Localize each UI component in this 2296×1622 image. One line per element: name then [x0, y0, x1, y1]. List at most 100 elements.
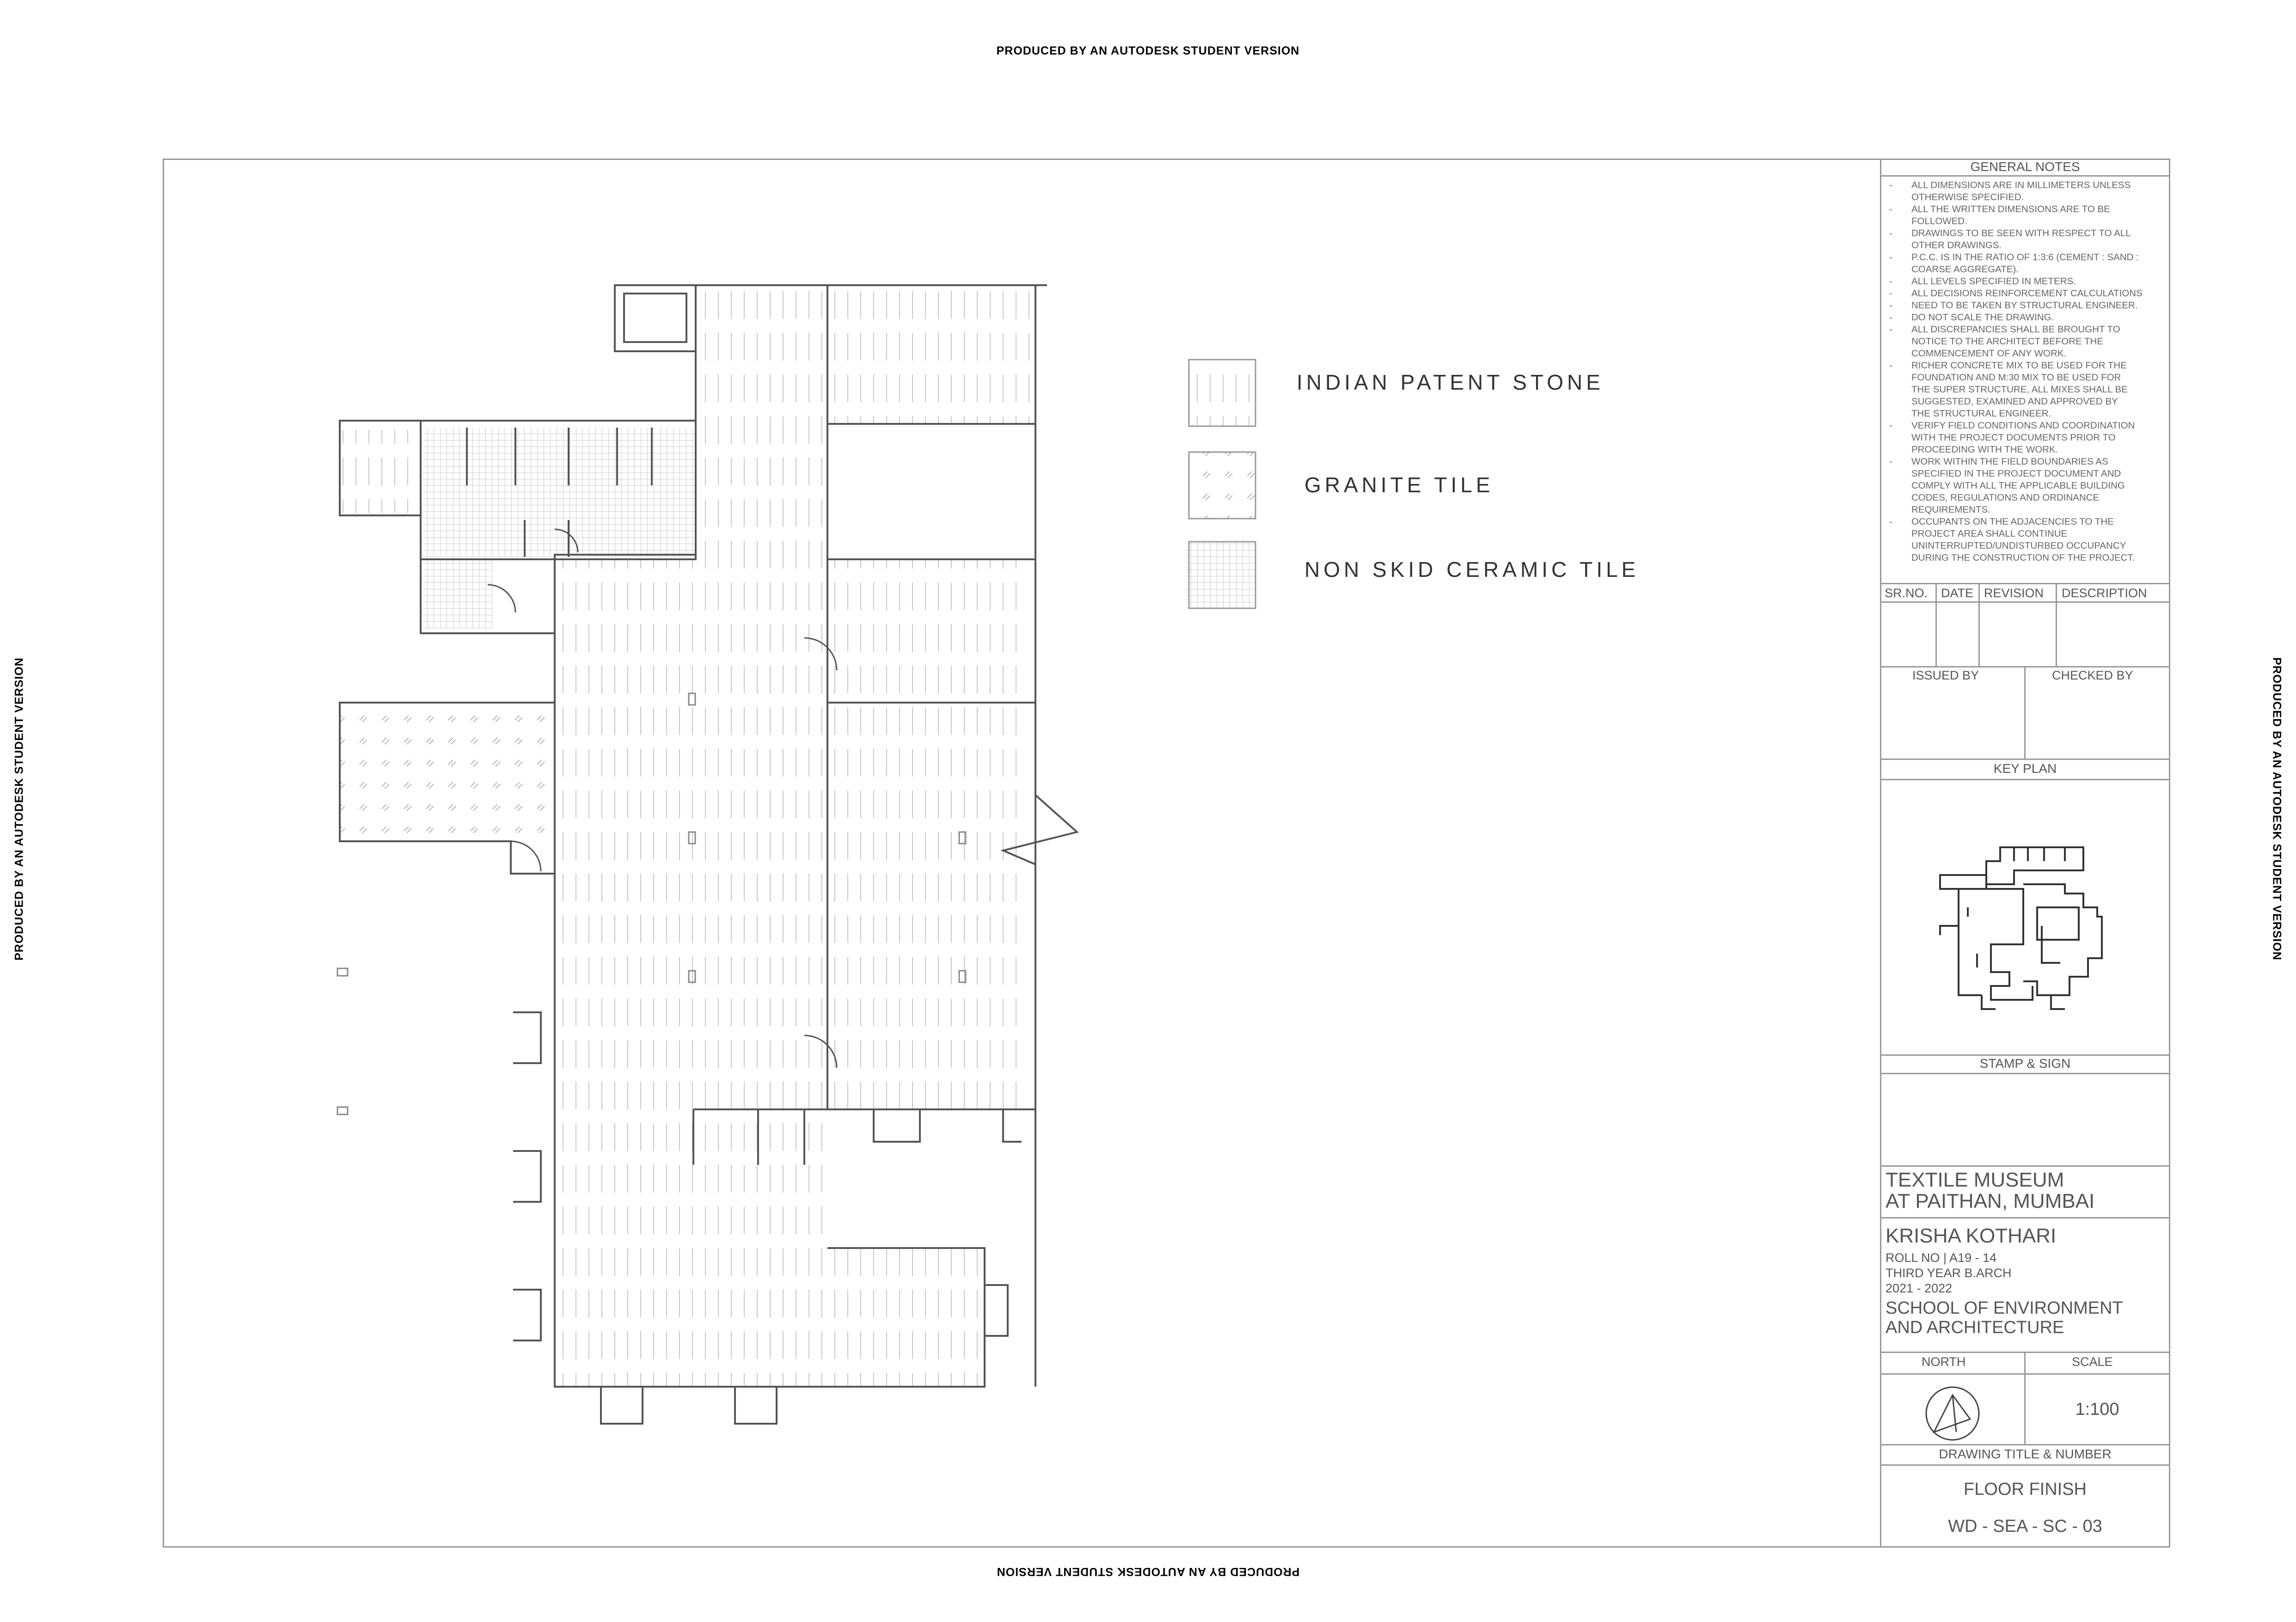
note-line: PROJECT AREA SHALL CONTINUE: [1911, 528, 2068, 539]
note-text: ALL DECISIONS REINFORCEMENT CALCULATIONS: [1911, 288, 2163, 300]
note-line: VERIFY FIELD CONDITIONS AND COORDINATION: [1911, 420, 2135, 431]
note-line: THE SUPER STRUCTURE, ALL MIXES SHALL BE: [1911, 384, 2128, 395]
note-line: WORK WITHIN THE FIELD BOUNDARIES AS: [1911, 456, 2108, 467]
legend-swatch-granite: [1188, 451, 1256, 520]
note-text: P.C.C. IS IN THE RATIO OF 1:3:6 (CEMENT …: [1911, 251, 2163, 275]
general-notes-title: GENERAL NOTES: [1970, 159, 2080, 174]
legend-label-ceramic: NON SKID CERAMIC TILE: [1304, 557, 1640, 581]
plan-columns: [337, 692, 967, 1115]
note-line: SPECIFIED IN THE PROJECT DOCUMENT AND: [1911, 468, 2121, 479]
note-line: FOUNDATION AND M:30 MIX TO BE USED FOR: [1911, 372, 2121, 383]
note-line: REQUIREMENTS.: [1911, 504, 1990, 515]
note-line: OCCUPANTS ON THE ADJACENCIES TO THE: [1911, 516, 2114, 527]
school-line2: AND ARCHITECTURE: [1886, 1318, 2064, 1337]
key-plan-drawing: [1939, 846, 2103, 1010]
note-bullet: -: [1889, 276, 1892, 287]
note-line: RICHER CONCRETE MIX TO BE USED FOR THE: [1911, 360, 2127, 371]
note-line: ALL DISCREPANCIES SHALL BE BROUGHT TO: [1911, 324, 2120, 335]
note-line: COARSE AGGREGATE).: [1911, 264, 2019, 275]
note-line: COMMENCEMENT OF ANY WORK.: [1911, 348, 2067, 359]
note-line: ALL THE WRITTEN DIMENSIONS ARE TO BE: [1911, 204, 2110, 214]
note-text: ALL DIMENSIONS ARE IN MILLIMETERS UNLESS…: [1911, 179, 2163, 203]
north-arrow-icon: [1925, 1386, 1980, 1441]
scale-value: 1:100: [2075, 1400, 2119, 1419]
note-line: FOLLOWED.: [1911, 216, 1967, 226]
rev-header-date: DATE: [1941, 586, 1974, 600]
watermark-left: PRODUCED BY AN AUTODESK STUDENT VERSION: [12, 657, 26, 961]
legend-swatches: [1188, 359, 1256, 609]
drawing-title-label: DRAWING TITLE & NUMBER: [1939, 1447, 2112, 1461]
note-bullet: -: [1889, 204, 1892, 214]
student-roll: ROLL NO | A19 - 14: [1886, 1251, 1997, 1265]
legend-swatch-stone: [1188, 359, 1256, 427]
project-title-line1: TEXTILE MUSEUM: [1886, 1169, 2064, 1191]
note-text: ALL THE WRITTEN DIMENSIONS ARE TO BE FOLL…: [1911, 203, 2163, 227]
watermark-right: PRODUCED BY AN AUTODESK STUDENT VERSION: [2270, 657, 2284, 961]
note-line: ALL LEVELS SPECIFIED IN METERS.: [1911, 276, 2076, 287]
student-name: KRISHA KOTHARI: [1886, 1224, 2057, 1247]
note-line: COMPLY WITH ALL THE APPLICABLE BUILDING: [1911, 480, 2125, 491]
note-line: DO NOT SCALE THE DRAWING.: [1911, 312, 2054, 323]
title-block: GENERAL NOTES - ALL DIMENSIONS ARE IN MIL…: [1880, 159, 2170, 1548]
note-line: SUGGESTED, EXAMINED AND APPROVED BY: [1911, 396, 2118, 407]
floor-plan: [337, 284, 1256, 1425]
project-title-line2: AT PAITHAN, MUMBAI: [1886, 1190, 2095, 1212]
note-line: NOTICE TO THE ARCHITECT BEFORE THE: [1911, 336, 2104, 347]
north-label: NORTH: [1922, 1355, 1966, 1369]
note-bullet: -: [1889, 312, 1892, 323]
note-line: P.C.C. IS IN THE RATIO OF 1:3:6 (CEMENT …: [1911, 252, 2139, 263]
note-bullet: -: [1889, 180, 1892, 190]
watermark-top: PRODUCED BY AN AUTODESK STUDENT VERSION: [996, 44, 1300, 57]
student-year: THIRD YEAR B.ARCH: [1886, 1266, 2012, 1280]
issued-by-label: ISSUED BY: [1912, 668, 1979, 682]
note-line: DRAWINGS TO BE SEEN WITH RESPECT TO ALL: [1911, 228, 2131, 239]
drawing-frame: [163, 159, 2170, 1548]
note-line: OTHERWISE SPECIFIED.: [1911, 192, 2024, 202]
plan-walls: [339, 284, 1079, 1425]
note-line: THE STRUCTURAL ENGINEER.: [1911, 408, 2051, 419]
legend-label-stone: INDIAN PATENT STONE: [1297, 370, 1604, 394]
note-line: DURING THE CONSTRUCTION OF THE PROJECT.: [1911, 552, 2135, 563]
note-bullet: -: [1889, 360, 1892, 371]
student-session: 2021 - 2022: [1886, 1281, 1953, 1295]
note-line: ALL DECISIONS REINFORCEMENT CALCULATIONS: [1911, 288, 2143, 299]
plan-floor-fills: [340, 285, 1035, 1387]
note-line: OTHER DRAWINGS.: [1911, 240, 2002, 251]
note-bullet: -: [1889, 324, 1892, 335]
checked-by-label: CHECKED BY: [2052, 668, 2133, 682]
note-text: VERIFY FIELD CONDITIONS AND COORDINATION…: [1911, 420, 2163, 456]
legend-label-granite: GRANITE TILE: [1304, 473, 1494, 497]
note-bullet: -: [1889, 228, 1892, 239]
note-line: PROCEEDING WITH THE WORK.: [1911, 444, 2058, 455]
watermark-bottom: PRODUCED BY AN AUTODESK STUDENT VERSION: [996, 1565, 1300, 1578]
drawing-title: FLOOR FINISH: [1963, 1480, 2087, 1499]
legend-swatch-ceramic: [1188, 541, 1256, 609]
rev-header-revision: REVISION: [1984, 586, 2044, 600]
stamp-sign-label: STAMP & SIGN: [1979, 1056, 2071, 1071]
note-bullet: -: [1889, 516, 1892, 527]
note-line: WITH THE PROJECT DOCUMENTS PRIOR TO: [1911, 432, 2116, 443]
rev-header-description: DESCRIPTION: [2062, 586, 2147, 600]
school-line1: SCHOOL OF ENVIRONMENT: [1886, 1298, 2123, 1318]
note-bullet: -: [1889, 420, 1892, 431]
note-bullet: -: [1889, 456, 1892, 467]
scale-label: SCALE: [2072, 1355, 2113, 1369]
note-bullet: -: [1889, 288, 1892, 299]
note-text: NEED TO BE TAKEN BY STRUCTURAL ENGINEER.: [1911, 300, 2163, 312]
drawing-number: WD - SEA - SC - 03: [1948, 1517, 2102, 1536]
note-text: DO NOT SCALE THE DRAWING.: [1911, 312, 2163, 324]
rev-header-srno: SR.NO.: [1885, 586, 1928, 600]
note-line: CODES, REGULATIONS AND ORDINANCE: [1911, 492, 2100, 503]
note-bullet: -: [1889, 300, 1892, 311]
note-line: NEED TO BE TAKEN BY STRUCTURAL ENGINEER.: [1911, 300, 2138, 311]
note-text: ALL LEVELS SPECIFIED IN METERS.: [1911, 275, 2163, 288]
note-bullet: -: [1889, 252, 1892, 263]
key-plan-label: KEY PLAN: [1993, 761, 2057, 776]
note-line: ALL DIMENSIONS ARE IN MILLIMETERS UNLESS: [1911, 180, 2131, 190]
note-line: UNINTERRUPTED/UNDISTURBED OCCUPANCY: [1911, 540, 2126, 551]
